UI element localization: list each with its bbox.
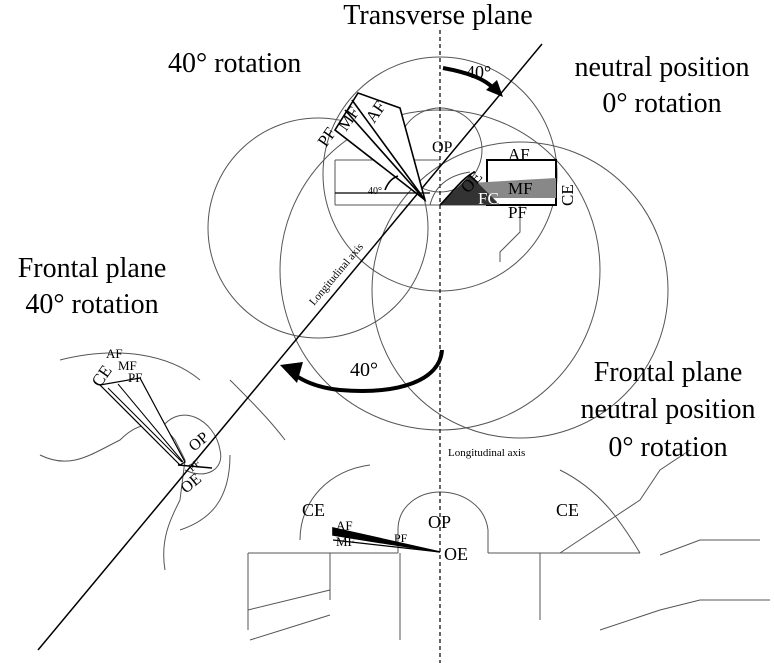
- pf-top-right-label: PF: [508, 203, 527, 222]
- mid-rotation-arc: [293, 349, 444, 393]
- oe-curve: [439, 171, 476, 206]
- zero-rotation-top-label: 0° rotation: [602, 88, 721, 119]
- neutral-block-mf: [470, 178, 556, 198]
- bottom-right-contour: [488, 449, 760, 620]
- left-frontal-curve: [59, 352, 286, 441]
- rotation-40-top-label: 40° rotation: [168, 48, 301, 79]
- mid-rotation-arrowhead: [280, 362, 303, 383]
- neutral-block-fc: [440, 175, 500, 205]
- fc-top-label: FC: [478, 189, 499, 208]
- frontal-plane-right-label: Frontal plane: [594, 357, 743, 388]
- op-bottom-label: OP: [428, 512, 451, 532]
- pf-left-label: PF: [128, 370, 142, 385]
- bottom-left-contour: [247, 464, 398, 630]
- left-small-wedge-line1: [107, 387, 183, 463]
- ce-bottom-left-label: CE: [302, 500, 325, 520]
- af-bottom-label: AF: [336, 518, 353, 533]
- longitudinal-axis-vert-label: Longitudinal axis: [448, 447, 525, 459]
- neutral-position-top-label: neutral position: [575, 52, 750, 83]
- left-oe-tick: [177, 464, 213, 469]
- rotated-wedge-split-2: [351, 99, 426, 201]
- large-circle-right: [371, 141, 669, 439]
- mf-left-label: MF: [118, 358, 137, 373]
- diagonal-axis: [37, 43, 543, 651]
- small-angle-arc: [384, 175, 399, 191]
- af-left-label: AF: [106, 346, 123, 361]
- mf-bottom-label: MF: [336, 534, 355, 549]
- ce-top-right-label: CE: [558, 184, 577, 206]
- frontal-plane-left-label: Frontal plane: [18, 253, 167, 284]
- large-circle-left: [207, 117, 429, 339]
- pf-bottom-label: PF: [394, 531, 408, 545]
- transverse-plane-title: Transverse plane: [343, 0, 532, 31]
- arc-angle-mid-label: 40°: [350, 359, 378, 381]
- left-frontal-dome: [159, 414, 222, 475]
- oe-bottom-label: OE: [444, 544, 468, 564]
- bottom-wedge: [332, 527, 441, 553]
- ce-bottom-right-label: CE: [556, 500, 579, 520]
- fc-wedge-curve: [429, 171, 471, 206]
- af-top-right-label: AF: [508, 145, 530, 164]
- longitudinal-axis-diag-label: Longitudinal axis: [307, 241, 366, 308]
- top-rotation-arrowhead: [486, 80, 503, 97]
- small-angle-label: 40°: [368, 186, 382, 197]
- op-left-label: OP: [186, 429, 213, 455]
- frontal-plane-left-rotation: 40° rotation: [25, 289, 158, 320]
- left-small-wedge-line2: [117, 383, 184, 463]
- rotated-wedge-split-1: [344, 109, 426, 201]
- bottom-wedge-line: [332, 539, 441, 553]
- frontal-plane-right-rotation: 0° rotation: [608, 432, 727, 463]
- bottom-lower-lines: [249, 553, 770, 641]
- mf-top-right-label: MF: [508, 179, 533, 198]
- arc-angle-top-label: 40°: [466, 62, 491, 82]
- frontal-plane-right-neutral: neutral position: [581, 394, 756, 425]
- op-top-label: OP: [432, 139, 453, 156]
